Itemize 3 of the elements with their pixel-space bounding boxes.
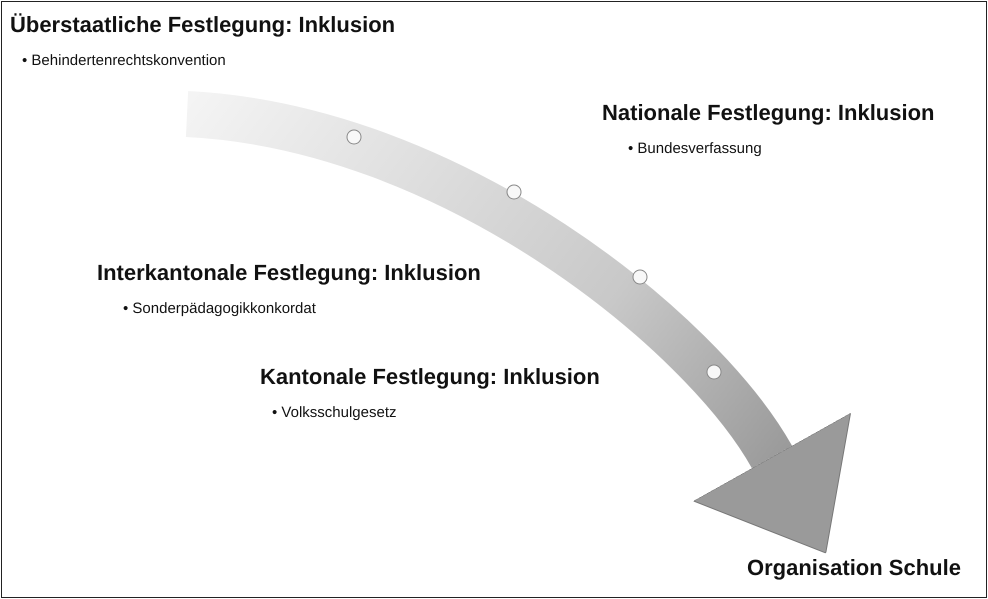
bullet-item: • Behindertenrechtskonvention (22, 52, 227, 69)
heading: Organisation Schule (747, 555, 961, 581)
heading: Überstaatliche Festlegung: Inklusion (10, 12, 396, 38)
